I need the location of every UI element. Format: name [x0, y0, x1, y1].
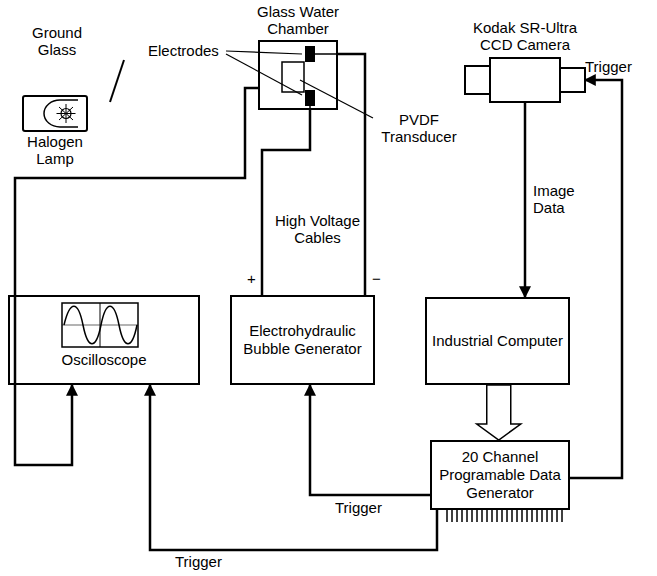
reflector	[44, 100, 78, 127]
connector-pins	[445, 510, 565, 522]
node-heading: Glass Water Chamber	[238, 3, 358, 37]
electrode	[305, 46, 315, 62]
process-box: Industrial Computer	[425, 297, 570, 385]
electrode	[305, 90, 315, 106]
camera-lens	[465, 66, 490, 94]
polarity-label: −	[372, 270, 381, 287]
node-heading: Halogen Lamp	[15, 133, 95, 167]
signal-label: Trigger	[335, 499, 382, 516]
camera-body	[490, 58, 560, 102]
wire	[315, 53, 338, 55]
cable-label: High Voltage Cables	[270, 212, 365, 246]
part-label: PVDF Transducer	[376, 110, 462, 146]
connector	[524, 102, 527, 297]
lamp-housing: Halogen Lamp	[22, 95, 88, 132]
process-box: Electrohydraulic Bubble Generator	[230, 295, 375, 385]
connector	[15, 88, 258, 465]
leader-line	[226, 54, 302, 95]
node-text: 20 Channel Programable Data Generator	[437, 448, 563, 502]
sine-wave	[64, 306, 137, 344]
part-label: Ground Glass	[28, 24, 86, 58]
water-chamber: Glass Water Chamber	[258, 40, 338, 110]
oscilloscope-box: Oscilloscope	[8, 295, 200, 385]
scope-grid	[62, 325, 138, 326]
signal-label: Trigger	[175, 553, 222, 570]
connector	[150, 385, 437, 550]
camera-back	[560, 68, 585, 92]
bulb-rays	[57, 104, 76, 123]
signal-label: Image Data	[533, 182, 583, 216]
ground-glass	[110, 60, 124, 102]
leader-line	[226, 51, 302, 54]
node-heading: Kodak SR-Ultra CCD Camera	[463, 19, 588, 53]
part-label: Electrodes	[148, 42, 219, 59]
polarity-label: +	[247, 270, 256, 287]
connector	[338, 54, 365, 295]
node-text: Oscilloscope	[61, 351, 146, 369]
scope-screen	[62, 303, 138, 347]
signal-label: Trigger	[585, 58, 632, 75]
data-bus-arrow	[477, 385, 521, 440]
connector	[262, 110, 310, 295]
connector	[570, 80, 622, 478]
node-text: Electrohydraulic Bubble Generator	[237, 322, 368, 358]
node-text: Industrial Computer	[432, 332, 563, 350]
process-box: 20 Channel Programable Data Generator	[430, 440, 570, 510]
connector	[310, 385, 430, 495]
camera: Kodak SR-Ultra CCD Camera	[465, 58, 585, 102]
pvdf-transducer	[282, 62, 304, 92]
